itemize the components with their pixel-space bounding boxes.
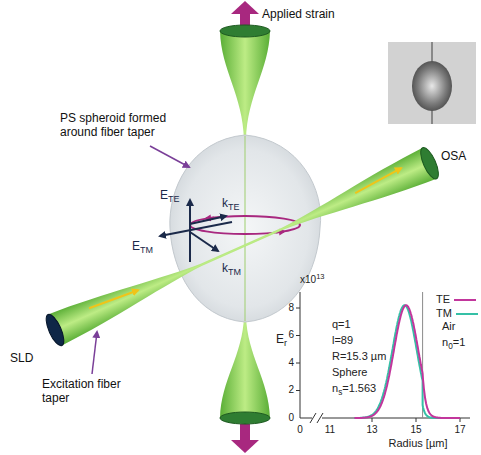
legend-text: TM — [436, 307, 452, 319]
annotation-label: 4 — [288, 357, 294, 369]
annotation-label: 6 — [288, 329, 294, 341]
text-part: E — [160, 188, 168, 202]
annotation-label: 15 — [410, 424, 421, 436]
legend-text: TE — [436, 293, 450, 305]
subscript: TM — [140, 245, 153, 255]
annotation-label: PS spheroid formed around fiber taper — [60, 112, 178, 140]
annotation-label: 0 — [297, 424, 303, 436]
superscript: 13 — [316, 272, 324, 281]
leader-arrow — [150, 146, 189, 167]
annotation-label: SLD — [10, 352, 33, 366]
annotation-label: 0 — [288, 412, 294, 424]
annotation-label: Radius [µm] — [389, 437, 448, 450]
legend-line — [454, 296, 476, 304]
annotation-label: q=1 — [332, 318, 351, 331]
annotation-label: OSA — [441, 150, 466, 164]
legend-line — [456, 310, 478, 318]
subscript: 0 — [448, 342, 453, 351]
text-part: n — [442, 336, 448, 348]
text-part: E — [132, 239, 140, 253]
k-te-vector — [190, 216, 226, 224]
annotation-label: 2 — [288, 384, 294, 396]
text-part: x10 — [300, 274, 316, 285]
annotation-label: 13 — [366, 424, 377, 436]
annotation-label: Er — [276, 333, 287, 347]
text-part: E — [276, 332, 284, 346]
annotation-label: kTE — [222, 197, 240, 211]
k-tm-vector — [190, 232, 218, 251]
annotation-label: Sphere — [332, 366, 367, 379]
subscript: TM — [228, 267, 241, 277]
annotation-label: R=15.3 µm — [332, 350, 386, 363]
subscript: s — [338, 388, 342, 397]
text-part: =1.563 — [342, 382, 376, 394]
annotation-label: ETE — [160, 189, 180, 203]
annotation-label: ns=1.563 — [332, 382, 376, 395]
subscript: TE — [228, 202, 240, 212]
annotation-label: x1013 — [300, 274, 324, 286]
subscript: TE — [168, 194, 180, 204]
annotation-label: 17 — [454, 424, 465, 436]
wgm-orbit — [190, 216, 300, 234]
e-tm-vector — [160, 222, 232, 236]
annotation-label: 11 — [325, 424, 335, 436]
annotation-label: 8 — [288, 302, 294, 314]
annotation-label: n0=1 — [442, 336, 465, 349]
subscript: r — [284, 338, 287, 348]
annotation-label: Air — [442, 320, 455, 333]
excitation-fiber — [43, 145, 442, 348]
ps-spheroid — [170, 135, 321, 322]
field-plot — [296, 292, 470, 423]
text-part: k — [222, 196, 228, 210]
legend-item: TM — [436, 307, 478, 320]
text-part: =1 — [453, 336, 466, 348]
annotation-label: l=89 — [332, 334, 353, 347]
fiber-core — [244, 136, 246, 321]
leader-arrow — [92, 332, 97, 374]
annotation-label: kTM — [222, 262, 241, 276]
text-part: k — [222, 261, 228, 275]
inset-photo — [388, 42, 476, 124]
text-part: n — [332, 382, 338, 394]
legend-item: TE — [436, 293, 476, 306]
annotation-label: Excitation fiber taper — [42, 378, 126, 406]
annotation-label: ETM — [132, 240, 153, 254]
annotation-label: Applied strain — [262, 8, 335, 22]
